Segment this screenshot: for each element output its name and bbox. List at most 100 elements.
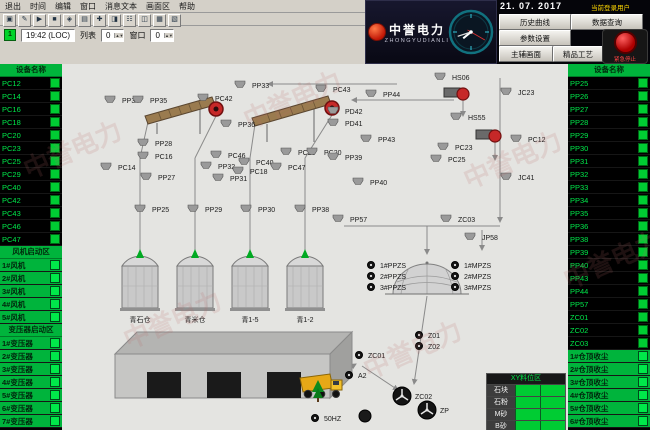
dust-collector-row[interactable]: 1#仓顶收尘 xyxy=(568,350,650,363)
hopper-icon[interactable] xyxy=(352,177,364,185)
pump-icon[interactable] xyxy=(358,409,372,423)
device-row[interactable]: PP36 xyxy=(568,220,650,233)
fan-row[interactable]: 4#风机 xyxy=(0,298,62,311)
menu-item-时间[interactable]: 时间 xyxy=(30,1,46,11)
main-screen-button[interactable]: 主辅画面 xyxy=(499,46,553,62)
history-curve-button[interactable]: 历史曲线 xyxy=(499,14,571,30)
hopper-icon[interactable] xyxy=(210,150,222,158)
silo-青1-5[interactable]: 青1-5 xyxy=(230,249,270,324)
hopper-icon[interactable] xyxy=(500,172,512,180)
transformer-row[interactable]: 1#变压器 xyxy=(0,337,62,350)
device-row[interactable]: PP29 xyxy=(568,129,650,142)
hopper-icon[interactable] xyxy=(327,118,339,126)
device-row[interactable]: PC43 xyxy=(0,207,62,220)
fan-icon[interactable] xyxy=(367,261,375,269)
fan-icon[interactable] xyxy=(367,283,375,291)
hopper-icon[interactable] xyxy=(104,95,116,103)
fan-icon[interactable] xyxy=(311,414,319,422)
toolbar-icon[interactable]: ▤ xyxy=(78,14,91,27)
device-row[interactable]: PC29 xyxy=(0,168,62,181)
toolbar-icon[interactable]: ▧ xyxy=(168,14,181,27)
toolbar-icon[interactable]: ✎ xyxy=(18,14,31,27)
device-row[interactable]: PC25 xyxy=(0,155,62,168)
hopper-icon[interactable] xyxy=(234,80,246,88)
fan-icon[interactable] xyxy=(355,351,363,359)
device-row[interactable]: PC46 xyxy=(0,220,62,233)
fan-icon[interactable] xyxy=(451,272,459,280)
toolbar-icon[interactable]: ▦ xyxy=(153,14,166,27)
hopper-icon[interactable] xyxy=(238,157,250,165)
device-row[interactable]: PP26 xyxy=(568,90,650,103)
hopper-icon[interactable] xyxy=(440,214,452,222)
hopper-icon[interactable] xyxy=(437,142,449,150)
fan-icon[interactable] xyxy=(451,283,459,291)
material-row[interactable]: B砂 xyxy=(487,421,565,430)
toolbar-icon[interactable]: ▣ xyxy=(3,14,16,27)
dust-collector-row[interactable]: 2#仓顶收尘 xyxy=(568,363,650,376)
exhaust-fan-zc02[interactable] xyxy=(392,386,412,406)
device-row[interactable]: PP39 xyxy=(568,246,650,259)
hopper-icon[interactable] xyxy=(294,204,306,212)
device-row[interactable]: ZC01 xyxy=(568,311,650,324)
fan-icon[interactable] xyxy=(367,272,375,280)
fan-row[interactable]: 1#风机 xyxy=(0,259,62,272)
device-row[interactable]: PP38 xyxy=(568,233,650,246)
transformer-row[interactable]: 3#变压器 xyxy=(0,363,62,376)
hopper-icon[interactable] xyxy=(332,214,344,222)
device-row[interactable]: PP57 xyxy=(568,298,650,311)
device-row[interactable]: PC42 xyxy=(0,194,62,207)
dust-collector-row[interactable]: 4#仓顶收尘 xyxy=(568,389,650,402)
transformer-row[interactable]: 5#变压器 xyxy=(0,389,62,402)
toolbar-icon[interactable]: ◫ xyxy=(138,14,151,27)
silo-青1-2[interactable]: 青1-2 xyxy=(285,249,325,324)
device-row[interactable]: PC16 xyxy=(0,103,62,116)
hopper-icon[interactable] xyxy=(327,106,339,114)
device-row[interactable]: PC20 xyxy=(0,129,62,142)
hopper-icon[interactable] xyxy=(137,151,149,159)
dust-collector-row[interactable]: 5#仓顶收尘 xyxy=(568,402,650,415)
device-row[interactable]: PP25 xyxy=(568,77,650,90)
stepper-arrows-icon[interactable]: ▲▼ xyxy=(114,32,124,38)
toolbar-icon[interactable]: ✚ xyxy=(93,14,106,27)
hopper-icon[interactable] xyxy=(464,232,476,240)
dust-collector-row[interactable]: 6#仓顶收尘 xyxy=(568,415,650,428)
device-row[interactable]: PC18 xyxy=(0,116,62,129)
fan-row[interactable]: 3#风机 xyxy=(0,285,62,298)
hopper-icon[interactable] xyxy=(450,112,462,120)
crusher-machine-1[interactable] xyxy=(443,87,470,101)
hopper-icon[interactable] xyxy=(315,84,327,92)
process-screen-button[interactable]: 精品工艺 xyxy=(553,46,603,62)
hopper-icon[interactable] xyxy=(132,95,144,103)
fan-row[interactable]: 5#风机 xyxy=(0,311,62,324)
list-stepper[interactable]: 0 ▲▼ xyxy=(101,28,125,42)
toolbar-icon[interactable]: ☷ xyxy=(123,14,136,27)
device-row[interactable]: PP33 xyxy=(568,181,650,194)
hopper-icon[interactable] xyxy=(100,162,112,170)
device-row[interactable]: PC23 xyxy=(0,142,62,155)
menu-item-帮助[interactable]: 帮助 xyxy=(179,1,195,11)
device-row[interactable]: PP40 xyxy=(568,259,650,272)
toolbar-icon[interactable]: ◨ xyxy=(108,14,121,27)
hopper-icon[interactable] xyxy=(240,204,252,212)
menu-item-编辑[interactable]: 编辑 xyxy=(55,1,71,11)
exhaust-fan-zp[interactable] xyxy=(417,400,437,420)
hopper-icon[interactable] xyxy=(137,138,149,146)
device-row[interactable]: PP27 xyxy=(568,103,650,116)
crusher-machine-2[interactable] xyxy=(475,129,502,143)
hopper-icon[interactable] xyxy=(270,162,282,170)
device-row[interactable]: PP32 xyxy=(568,168,650,181)
device-row[interactable]: PP35 xyxy=(568,207,650,220)
device-row[interactable]: PP34 xyxy=(568,194,650,207)
material-row[interactable]: 石块 xyxy=(487,385,565,397)
hopper-icon[interactable] xyxy=(434,72,446,80)
toolbar-icon[interactable]: ■ xyxy=(48,14,61,27)
menu-item-消息文本[interactable]: 消息文本 xyxy=(105,1,137,11)
device-row[interactable]: PC12 xyxy=(0,77,62,90)
fan-row[interactable]: 2#风机 xyxy=(0,272,62,285)
material-row[interactable]: 石粉 xyxy=(487,397,565,409)
hopper-icon[interactable] xyxy=(327,152,339,160)
hopper-icon[interactable] xyxy=(500,87,512,95)
hopper-icon[interactable] xyxy=(232,166,244,174)
silo-青石仓[interactable]: 青石仓 xyxy=(120,249,160,324)
device-row[interactable]: PP30 xyxy=(568,142,650,155)
